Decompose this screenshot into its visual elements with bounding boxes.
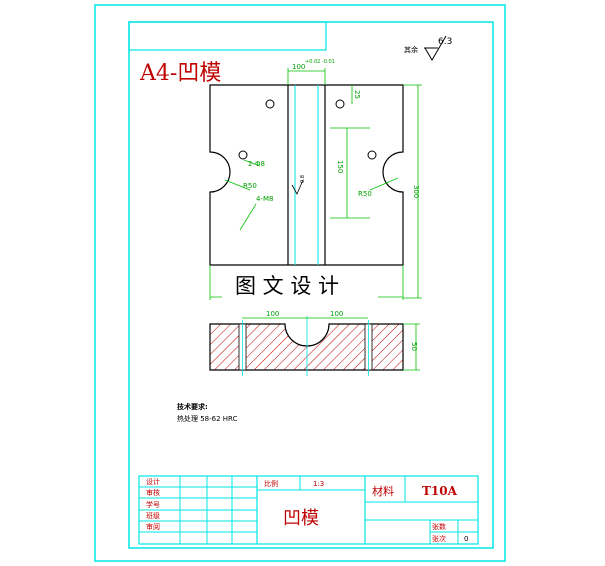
- slot-roughness-symbol: [291, 179, 304, 195]
- tb-material-label: 材料: [372, 484, 394, 498]
- dim-top-width: 100: [292, 63, 305, 71]
- dim-radius-left: R50: [243, 182, 257, 190]
- surface-finish-value: 6.3: [438, 37, 452, 47]
- tb-material-value: T10A: [422, 484, 458, 498]
- leader-holes-2: [243, 159, 261, 167]
- tb-label-1: 设计: [146, 477, 160, 486]
- watermark-backdrop: [222, 266, 378, 302]
- dim-holes-2: 2-Φ8: [248, 160, 265, 168]
- tb-part-name: 凹模: [283, 508, 319, 529]
- dim-radius-right: R50: [358, 190, 372, 198]
- hole-mid-left: [238, 150, 248, 160]
- tb-label-5: 审阅: [146, 522, 160, 531]
- surface-finish-label: 其余: [404, 45, 418, 54]
- dim-side-height: 50: [410, 342, 418, 351]
- tb-label-2: 审核: [146, 488, 160, 497]
- leader-radius-left: [224, 179, 251, 191]
- dim-holes-4: 4-M8: [256, 195, 273, 203]
- dim-bottom-right: 100: [330, 310, 343, 318]
- drawing-code-box: [128, 21, 327, 51]
- tech-notes-line1: 热处理 58-62 HRC: [177, 414, 238, 423]
- dim-hole-from-edge: 25: [353, 90, 361, 99]
- tb-sheet-count-label: 张数: [432, 522, 446, 531]
- watermark-text: 图 文 设 计: [235, 274, 339, 298]
- top-view-outline: [209, 84, 404, 266]
- dim-top-width-tol: +0.02 -0.01: [305, 59, 335, 65]
- hole-mid-right: [367, 150, 377, 160]
- dim-right-height: 300: [412, 185, 420, 198]
- sheet-outer-border: [94, 4, 506, 562]
- hole-top-right: [335, 99, 345, 109]
- leader-radius-right: [369, 177, 399, 191]
- tb-label-3: 学号: [146, 500, 160, 509]
- slot-roughness-value: 0.8: [300, 175, 306, 183]
- tb-label-4: 班级: [146, 511, 160, 520]
- tb-sheet-no-value: 0: [464, 535, 468, 543]
- hole-top-left: [265, 99, 275, 109]
- front-view-outline: [209, 323, 404, 371]
- title-block: 设计 审核 学号 班级 审阅 比例 1:3 凹模 材料 T10A 张数 张次 0: [138, 475, 479, 545]
- tech-notes-heading: 技术要求:: [177, 402, 208, 411]
- tb-sheet-no-label: 张次: [432, 534, 446, 543]
- leader-holes-4: [239, 203, 257, 231]
- tb-scale-label: 比例: [264, 479, 278, 488]
- surface-finish-symbol: [424, 35, 447, 61]
- top-view: 100 +0.02 -0.01 300 25 150 R50 2-Φ8 R50 …: [209, 59, 422, 300]
- drawing-title-overlay: A4-凹模: [139, 61, 221, 86]
- dim-slot-depth: 150: [336, 160, 344, 173]
- tb-scale-value: 1:3: [313, 480, 324, 488]
- front-view: 100 100 50: [209, 310, 420, 376]
- dim-bottom-left: 100: [266, 310, 279, 318]
